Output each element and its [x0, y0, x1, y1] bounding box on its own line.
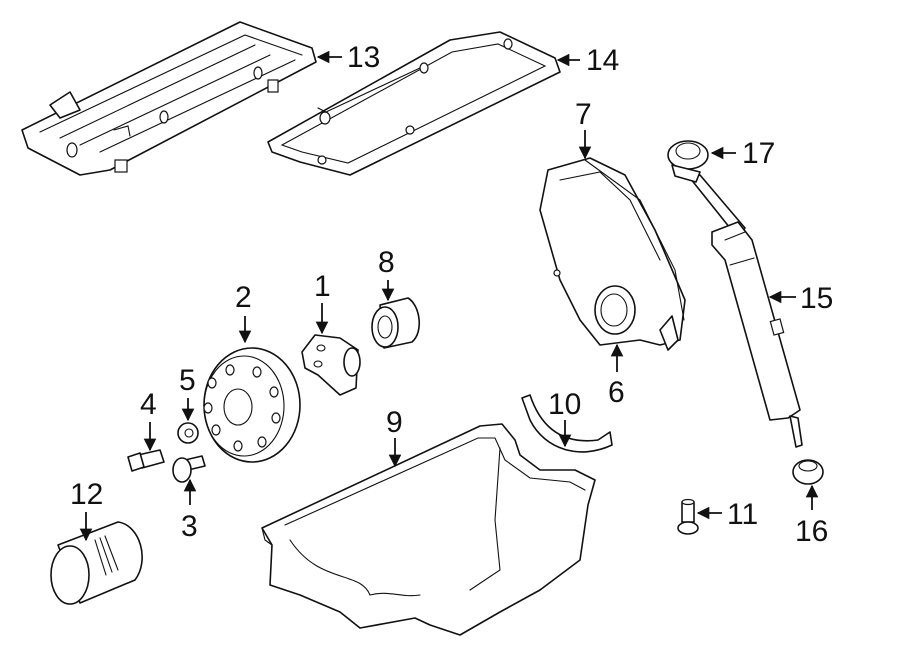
dipstick-handle [667, 140, 709, 183]
sprocket-bolt [127, 449, 165, 472]
crank-sprocket [203, 347, 301, 463]
callout-5: 5 [179, 364, 196, 397]
crank-sensor [301, 334, 361, 396]
callout-7: 7 [575, 98, 592, 131]
callout-4: 4 [140, 388, 157, 421]
callout-15: 15 [800, 282, 833, 315]
callout-9: 9 [386, 406, 403, 439]
flanged-bolt [172, 455, 206, 483]
callout-8: 8 [378, 246, 395, 279]
pan-seal [521, 394, 613, 453]
oil-pan-bolt [677, 498, 699, 535]
callout-1: 1 [314, 270, 331, 303]
callout-12: 12 [70, 478, 103, 511]
crank-seal [371, 297, 420, 349]
callout-6: 6 [608, 376, 625, 409]
callout-3: 3 [181, 510, 198, 543]
timing-cover [539, 157, 686, 351]
callout-2: 2 [235, 281, 252, 314]
callout-17: 17 [742, 137, 775, 170]
callout-14: 14 [586, 44, 619, 77]
callout-11: 11 [727, 498, 758, 531]
callout-16: 16 [795, 515, 828, 548]
valve-cover-gasket [267, 31, 561, 176]
callout-13: 13 [347, 41, 380, 74]
dipstick-tube [689, 174, 803, 448]
washer [177, 422, 199, 444]
oil-pan [261, 423, 596, 636]
valve-cover [21, 21, 317, 176]
oil-filter [50, 521, 143, 605]
dipstick-grommet [792, 459, 824, 485]
callout-10: 10 [548, 388, 581, 421]
